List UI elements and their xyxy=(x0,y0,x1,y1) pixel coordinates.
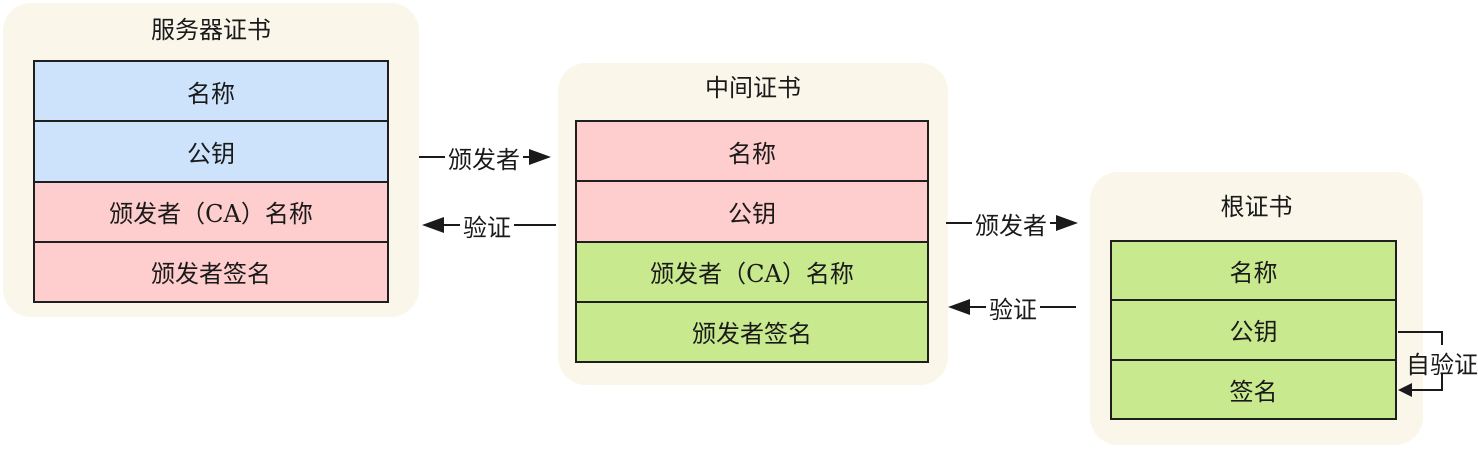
arrow-right-icon xyxy=(1056,215,1078,231)
root-certificate-table: 名称 公钥 签名 xyxy=(1110,240,1397,420)
cert-row-public-key: 公钥 xyxy=(1112,301,1395,361)
cert-row-issuer-name: 颁发者（CA）名称 xyxy=(35,182,387,243)
cert-row-name: 名称 xyxy=(577,122,927,183)
connector-line xyxy=(946,222,972,224)
intermediate-certificate-card: 中间证书 名称 公钥 颁发者（CA）名称 颁发者签名 xyxy=(558,63,948,385)
cert-row-label: 名称 xyxy=(728,139,776,168)
server-certificate-title: 服务器证书 xyxy=(151,17,271,44)
arrow-right-icon xyxy=(529,149,551,165)
cert-row-label: 公钥 xyxy=(1229,318,1278,347)
cert-row-signature: 签名 xyxy=(1112,360,1395,418)
cert-row-label: 颁发者签名 xyxy=(692,320,812,349)
intermediate-certificate-title: 中间证书 xyxy=(705,75,801,102)
cert-row-label: 名称 xyxy=(1229,259,1278,288)
server-certificate-table: 名称 公钥 颁发者（CA）名称 颁发者签名 xyxy=(33,60,389,303)
self-verify-loop xyxy=(1398,331,1443,397)
root-certificate-card: 根证书 名称 公钥 签名 xyxy=(1090,172,1423,445)
connector-line xyxy=(444,224,460,226)
cert-row-label: 签名 xyxy=(1229,377,1278,406)
server-certificate-card: 服务器证书 名称 公钥 颁发者（CA）名称 颁发者签名 xyxy=(3,3,419,317)
cert-row-issuer-name: 颁发者（CA）名称 xyxy=(577,242,927,303)
cert-row-label: 名称 xyxy=(187,79,235,108)
arrow-left-icon xyxy=(422,217,444,233)
self-verify-label: 自验证 xyxy=(1406,352,1478,379)
verify-arrow-2: 验证 xyxy=(948,294,1076,324)
intermediate-certificate-table: 名称 公钥 颁发者（CA）名称 颁发者签名 xyxy=(575,120,929,363)
cert-row-issuer-signature: 颁发者签名 xyxy=(577,302,927,361)
connector-line xyxy=(1040,306,1076,308)
cert-row-name: 名称 xyxy=(1112,242,1395,302)
root-certificate-title: 根证书 xyxy=(1220,194,1293,221)
cert-row-label: 颁发者签名 xyxy=(151,260,271,289)
connector-line xyxy=(523,156,529,158)
cert-row-label: 公钥 xyxy=(187,139,235,168)
arrow-left-icon xyxy=(948,299,970,315)
issuer-arrow-1-label: 颁发者 xyxy=(448,146,520,174)
cert-row-public-key: 公钥 xyxy=(577,182,927,243)
cert-row-label: 颁发者（CA）名称 xyxy=(109,200,313,229)
cert-row-name: 名称 xyxy=(35,62,387,123)
cert-row-public-key: 公钥 xyxy=(35,122,387,183)
self-verify-line xyxy=(1398,331,1443,391)
connector-line xyxy=(419,156,445,158)
connector-line xyxy=(514,224,556,226)
cert-row-label: 颁发者（CA）名称 xyxy=(650,260,854,289)
arrow-left-icon xyxy=(1398,383,1412,397)
connector-line xyxy=(970,306,986,308)
verify-arrow-2-label: 验证 xyxy=(989,296,1037,324)
issuer-arrow-2-label: 颁发者 xyxy=(975,212,1047,240)
verify-arrow-1-label: 验证 xyxy=(463,214,511,242)
cert-row-label: 公钥 xyxy=(728,199,776,228)
issuer-arrow-1: 颁发者 xyxy=(419,144,551,174)
cert-row-issuer-signature: 颁发者签名 xyxy=(35,242,387,301)
issuer-arrow-2: 颁发者 xyxy=(946,210,1078,240)
connector-line xyxy=(1050,222,1056,224)
verify-arrow-1: 验证 xyxy=(422,212,556,242)
